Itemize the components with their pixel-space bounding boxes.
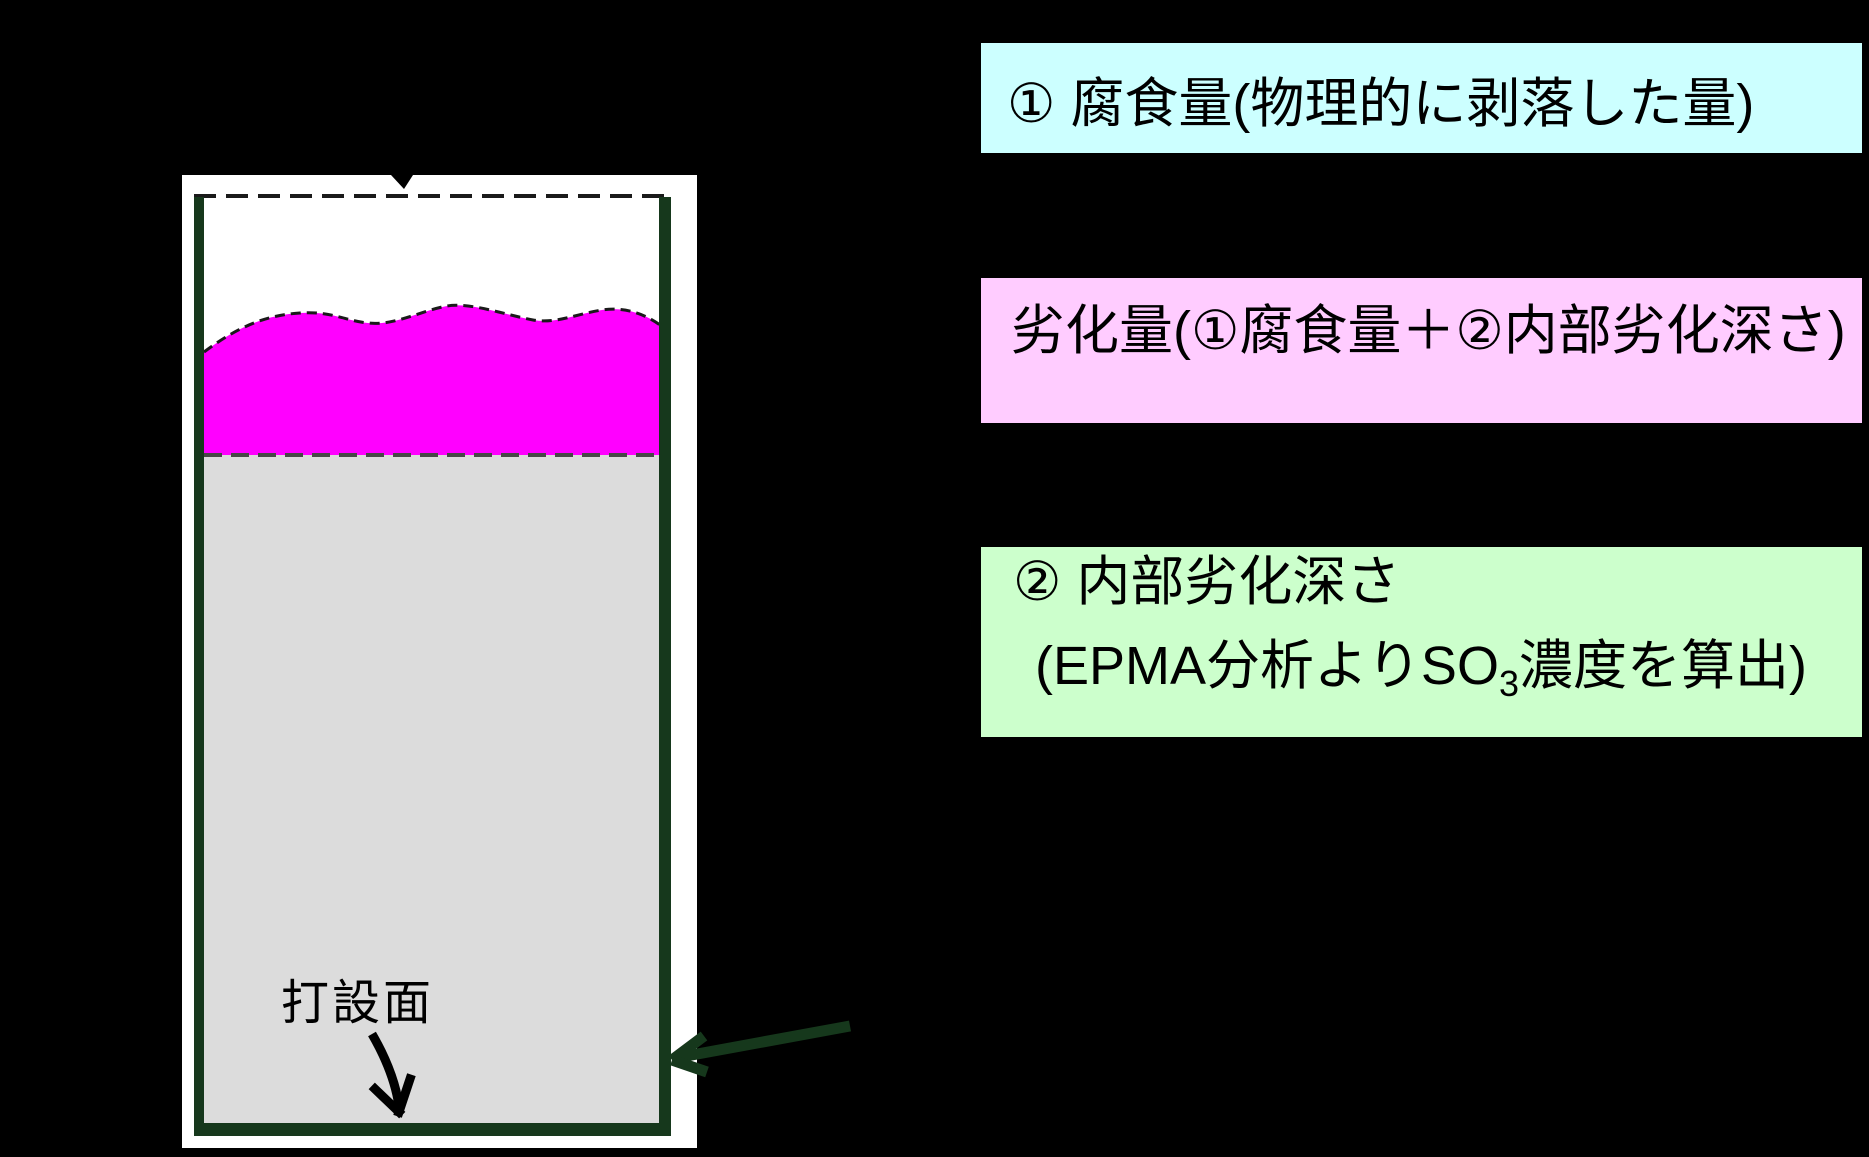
corrosion-amount-label-box: ① 腐食量(物理的に剥落した量) xyxy=(981,43,1862,153)
top-arrowhead-icon xyxy=(391,175,413,189)
specimen-left-border xyxy=(194,197,204,1135)
deterioration-amount-label-box: 劣化量(①腐食量＋②内部劣化深さ) xyxy=(981,278,1862,423)
corrosion-amount-label: ① 腐食量(物理的に剥落した量) xyxy=(1007,73,1755,134)
casting-surface-label: 打設面 xyxy=(281,977,435,1030)
casting-surface-arrow-icon xyxy=(368,1031,404,1107)
internal-deterioration-label-line2: (EPMA分析よりSO3濃度を算出) xyxy=(1035,635,1862,701)
pointer-arrowhead-upper xyxy=(668,1031,708,1065)
sound-concrete-region xyxy=(204,452,659,1123)
casting-surface-arrowhead-right xyxy=(393,1073,416,1118)
pointer-arrowhead-lower xyxy=(670,1054,709,1078)
eroded-surface-dashed-edge xyxy=(203,303,661,354)
deterioration-amount-label: 劣化量(①腐食量＋②内部劣化深さ) xyxy=(1011,301,1846,361)
internal-deterioration-label-box: ② 内部劣化深さ (EPMA分析よりSO3濃度を算出) xyxy=(981,547,1862,737)
corroded-layer xyxy=(204,305,660,455)
internal-line2-suffix: 濃度を算出) xyxy=(1519,636,1807,697)
specimen-bottom-border xyxy=(194,1123,671,1136)
internal-line2-prefix: (EPMA分析よりSO xyxy=(1035,636,1499,697)
casting-surface-arrowhead-left xyxy=(368,1082,406,1119)
internal-deterioration-label-line1: ② 内部劣化深さ xyxy=(1013,552,1401,612)
pointer-arrow-shaft xyxy=(680,1020,851,1063)
so3-subscript: 3 xyxy=(1498,662,1519,704)
specimen-right-border xyxy=(659,197,671,1135)
